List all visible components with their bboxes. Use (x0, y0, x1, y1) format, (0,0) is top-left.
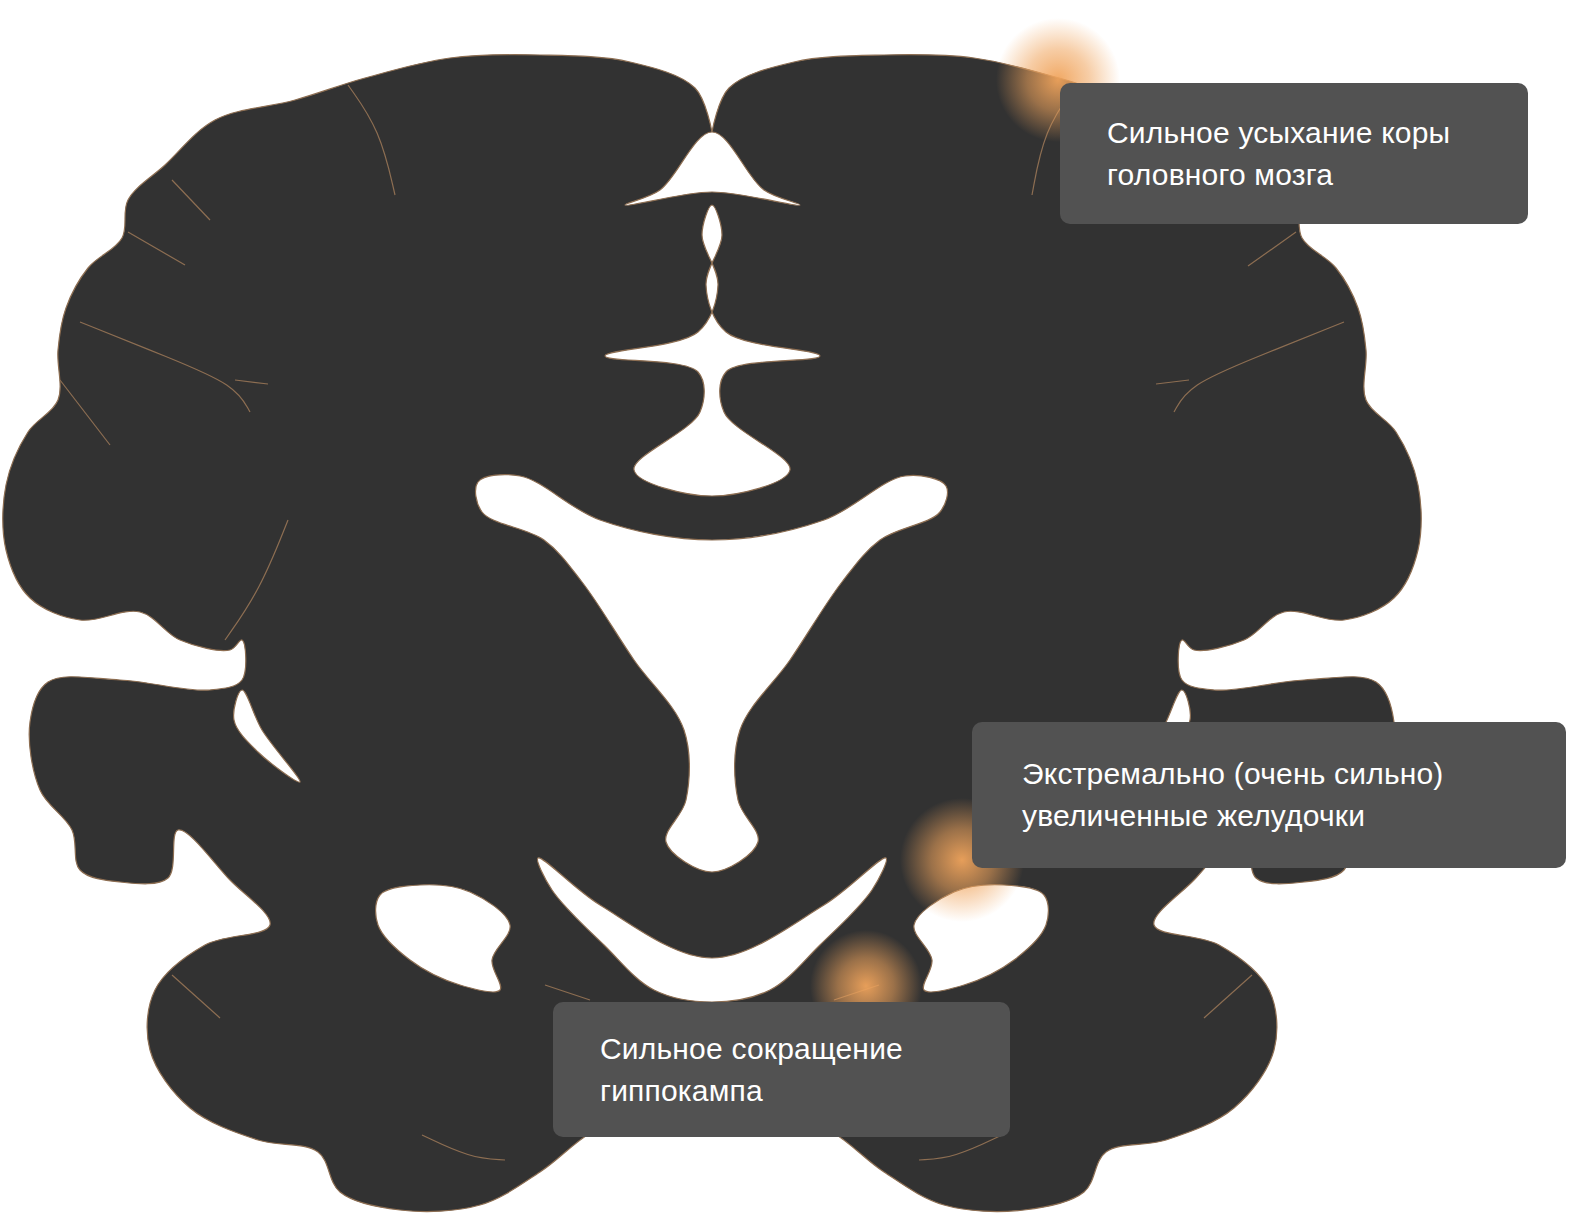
sulcus-line (225, 520, 288, 640)
sulcus-line (172, 180, 210, 220)
callout-text: Экстремально (очень сильно) увеличенные … (1022, 753, 1516, 837)
callout-box: Сильное сокращение гиппокампа (553, 1002, 1010, 1137)
sulcus-line (545, 985, 590, 1000)
sulcus-line (1174, 322, 1344, 412)
ventricle-space (476, 475, 948, 872)
sulcus-line (1156, 380, 1189, 384)
ventricle-space (376, 885, 511, 992)
ventricle-space (625, 132, 800, 205)
sulcus-line (348, 85, 395, 195)
sulcus-line (172, 975, 220, 1018)
ventricle-space (234, 690, 300, 782)
sulcus-line (60, 380, 110, 445)
callout-box: Сильное усыхание коры головного мозга (1060, 83, 1528, 224)
ventricle-space (605, 205, 820, 496)
sulcus-line (128, 232, 185, 265)
brain-outline (3, 55, 1421, 1212)
sulcus-line (919, 1135, 1002, 1160)
sulcus-line (235, 380, 268, 384)
sulcus-line (1204, 975, 1252, 1018)
callout-text: Сильное сокращение гиппокампа (600, 1028, 963, 1112)
callout-text: Сильное усыхание коры головного мозга (1107, 112, 1481, 196)
sulcus-line (80, 322, 250, 412)
brain-section (3, 55, 1421, 1212)
sulcus-line (1248, 232, 1296, 266)
callout-box: Экстремально (очень сильно) увеличенные … (972, 722, 1566, 868)
sulcus-line (422, 1135, 505, 1160)
